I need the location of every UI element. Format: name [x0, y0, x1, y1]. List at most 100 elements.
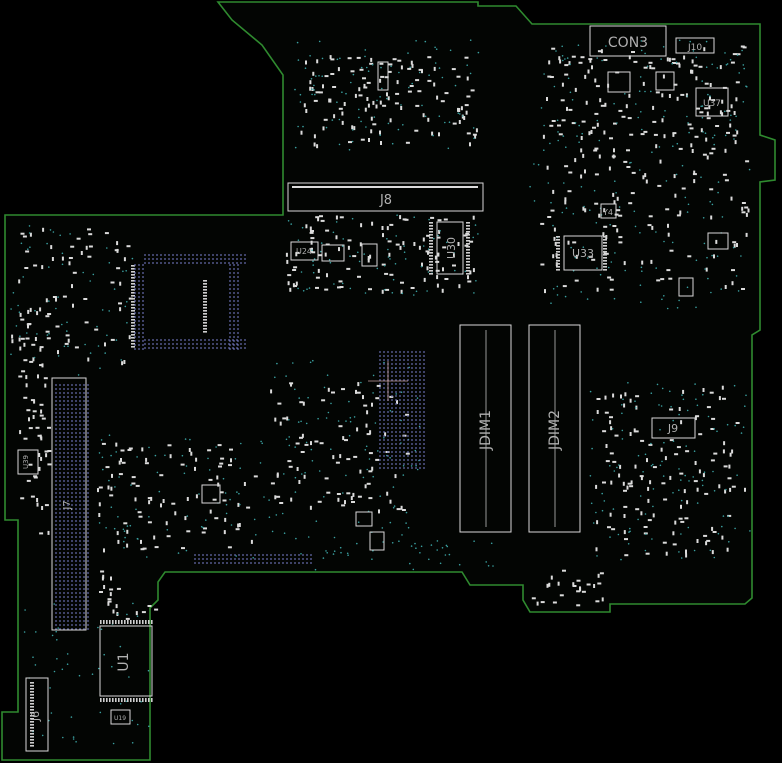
smd-pad	[352, 255, 357, 258]
bga-ball	[83, 628, 85, 630]
bga-ball	[75, 468, 77, 470]
bga-ball	[383, 375, 385, 377]
smd-pad	[309, 86, 312, 91]
bga-ball	[278, 558, 280, 560]
connector-pin	[556, 254, 560, 256]
bga-ball	[63, 496, 65, 498]
via	[635, 103, 637, 105]
smd-pad	[696, 107, 700, 110]
bga-ball	[306, 562, 308, 564]
bga-ball	[407, 387, 409, 389]
bga-ball	[83, 596, 85, 598]
bga-ball	[379, 375, 381, 377]
bga-ball	[87, 620, 89, 622]
bga-ball	[395, 427, 397, 429]
via	[312, 359, 314, 362]
via	[158, 490, 161, 493]
smd-pad	[572, 241, 577, 244]
via	[713, 490, 716, 492]
smd-pad	[45, 315, 50, 318]
smd-pad	[186, 530, 191, 533]
smd-pad	[736, 53, 741, 56]
bga-ball	[411, 371, 413, 373]
bga-ball	[237, 264, 239, 266]
bga-ball	[192, 262, 194, 264]
smd-pad	[309, 231, 314, 234]
bga-ball	[71, 584, 73, 586]
bga-ball	[228, 258, 230, 260]
smd-pad	[452, 122, 457, 125]
bga-ball	[55, 628, 57, 630]
bga-ball	[423, 355, 425, 357]
bga-ball	[407, 399, 409, 401]
bga-ball	[59, 432, 61, 434]
bga-ball	[407, 451, 409, 453]
smd-pad	[710, 215, 713, 220]
connector-pin	[121, 620, 123, 624]
smd-pad	[680, 520, 685, 523]
smd-pad	[594, 112, 599, 115]
bga-ball	[55, 588, 57, 590]
smd-pad	[110, 576, 112, 581]
smd-pad	[581, 120, 586, 123]
smd-pad	[356, 56, 361, 59]
bga-ball	[67, 528, 69, 530]
bga-ball	[407, 383, 409, 385]
via	[414, 449, 417, 452]
smd-pad	[648, 215, 653, 218]
bga-ball	[419, 391, 421, 393]
via	[130, 484, 132, 486]
bga-ball	[274, 562, 276, 564]
bga-ball	[254, 562, 256, 564]
smd-pad	[399, 245, 402, 250]
via	[651, 151, 653, 153]
smd-pad	[342, 436, 345, 441]
bga-ball	[403, 411, 405, 413]
bga-ball	[200, 262, 202, 264]
bga-ball	[164, 339, 166, 341]
bga-ball	[234, 554, 236, 556]
via	[472, 236, 475, 239]
bga-ball	[83, 540, 85, 542]
bga-ball	[83, 560, 85, 562]
smd-pad	[436, 283, 439, 288]
smd-pad	[710, 428, 715, 430]
bga-ball	[229, 280, 231, 282]
smd-pad	[415, 104, 420, 107]
smd-pad	[274, 495, 277, 500]
smd-pad	[379, 78, 382, 83]
via	[717, 532, 720, 535]
smd-pad	[386, 491, 389, 496]
via	[290, 223, 293, 225]
bga-ball	[63, 408, 65, 410]
connector-pin	[429, 264, 433, 266]
smd-pad	[107, 485, 110, 490]
smd-pad	[31, 343, 36, 346]
bga-ball	[387, 419, 389, 421]
bga-ball	[306, 554, 308, 556]
via	[255, 534, 257, 536]
smd-pad	[99, 591, 103, 593]
bga-ball	[79, 400, 81, 402]
smd-pad	[723, 441, 726, 446]
bga-ball	[67, 572, 69, 574]
bga-ball	[270, 558, 272, 560]
bga-ball	[75, 564, 77, 566]
bga-ball	[403, 459, 405, 461]
smd-pad	[315, 286, 319, 289]
smd-pad	[88, 245, 93, 248]
bga-ball	[233, 296, 235, 298]
smd-pad	[704, 492, 709, 495]
smd-pad	[195, 457, 198, 462]
smd-pad	[641, 260, 644, 265]
via	[345, 420, 347, 422]
via	[364, 49, 367, 51]
via	[77, 374, 80, 376]
smd-pad	[39, 532, 44, 535]
bga-ball	[310, 562, 312, 564]
connector-pin	[603, 239, 607, 241]
smd-pad	[366, 433, 371, 436]
via	[408, 86, 410, 89]
via	[601, 509, 604, 512]
bga-ball	[419, 363, 421, 365]
